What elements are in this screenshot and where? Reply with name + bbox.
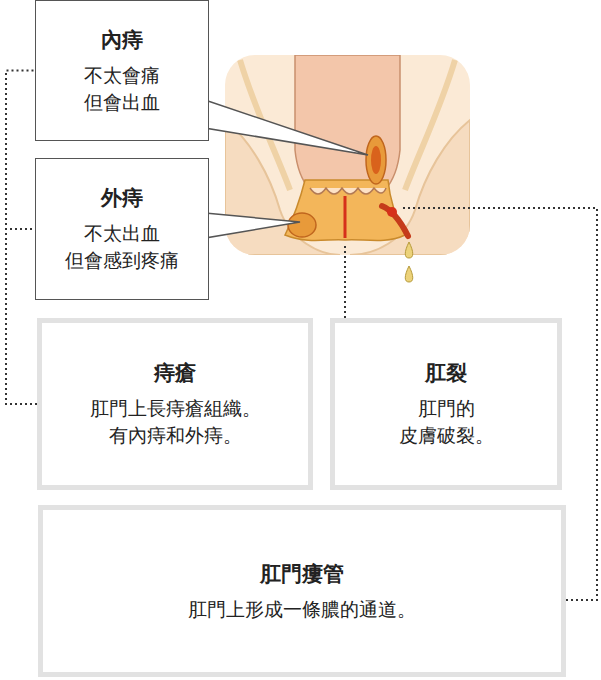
anal-fissure bbox=[344, 196, 347, 238]
box-body: 肛門上長痔瘡組織。 有內痔和外痔。 bbox=[80, 395, 270, 449]
box-title: 肛門瘻管 bbox=[260, 560, 344, 588]
box-body: 不太出血 但會感到疼痛 bbox=[56, 220, 189, 274]
internal-hemorrhoid bbox=[366, 136, 386, 184]
anal-columns bbox=[310, 188, 386, 194]
internal-hemorrhoid-core bbox=[371, 146, 381, 174]
box-body: 肛門上形成一條膿的通道。 bbox=[188, 596, 416, 623]
leader-line bbox=[344, 246, 346, 318]
callout-pointer bbox=[205, 213, 300, 238]
pus-drop bbox=[405, 266, 413, 282]
fistula-opening bbox=[387, 207, 397, 217]
box-title: 痔瘡 bbox=[154, 359, 196, 387]
rectum bbox=[295, 55, 400, 190]
box-body: 肛門的 皮膚破裂。 bbox=[389, 395, 503, 449]
info-box: 肛裂肛門的 皮膚破裂。 bbox=[330, 318, 562, 490]
box-title: 外痔 bbox=[101, 184, 143, 212]
box-body: 不太會痛 但會出血 bbox=[56, 62, 189, 116]
box-title: 內痔 bbox=[101, 26, 143, 54]
dotted-connector bbox=[6, 71, 37, 405]
callout-box: 內痔不太會痛 但會出血 bbox=[35, 0, 209, 141]
box-title: 肛裂 bbox=[425, 359, 467, 387]
info-box: 肛門瘻管肛門上形成一條膿的通道。 bbox=[38, 505, 566, 677]
callout-box: 外痔不太出血 但會感到疼痛 bbox=[35, 158, 209, 300]
muscle-right bbox=[405, 60, 455, 190]
callout-pointer bbox=[205, 100, 368, 155]
dotted-connector bbox=[6, 229, 37, 404]
pus-drop bbox=[405, 242, 413, 258]
external-hemorrhoid bbox=[288, 213, 316, 237]
info-box: 痔瘡肛門上長痔瘡組織。 有內痔和外痔。 bbox=[37, 318, 313, 490]
anal-fistula bbox=[382, 206, 408, 236]
